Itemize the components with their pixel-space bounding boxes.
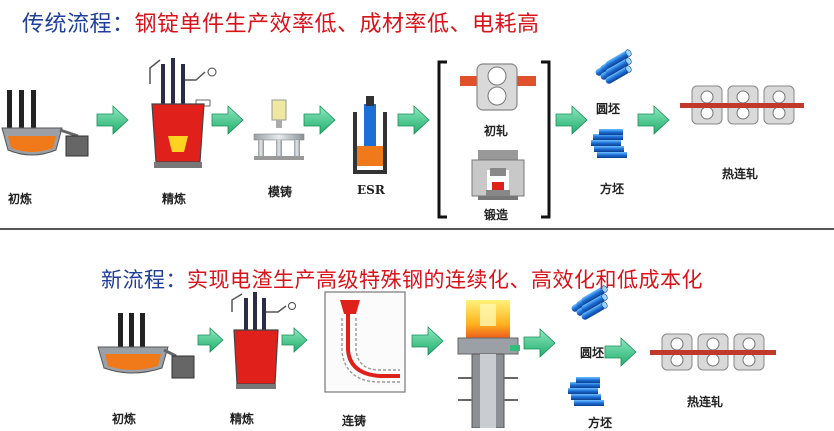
label-rolling: 初轧 (484, 124, 509, 138)
traditional-title-prefix: 传统流程： (22, 12, 135, 37)
label-continuous-casting: 连铸 (342, 414, 367, 428)
label-forging: 锻造 (484, 208, 509, 222)
flow-arrow (211, 105, 244, 135)
flow-arrow (604, 337, 637, 367)
rolling-mill-icon (460, 63, 536, 111)
square-billet-icon (568, 377, 604, 406)
hot-continuous-rolling-icon (650, 333, 776, 371)
refining-furnace-icon (231, 292, 296, 389)
electroslag-furnace-icon (457, 300, 520, 428)
hot-continuous-rolling-icon (680, 85, 804, 125)
flow-arrow (197, 327, 224, 353)
new-title-text: 实现电渣生产高级特殊钢的连续化、高效化和低成本化 (187, 268, 703, 292)
label-round-billet: 圆坯 (580, 346, 605, 360)
refining-furnace-icon (149, 58, 217, 168)
label-square-billet: 方坯 (600, 182, 625, 196)
flow-arrow (637, 105, 670, 135)
flow-arrow (411, 326, 444, 356)
round-billet-icon (594, 49, 632, 85)
continuous-caster-icon (324, 291, 406, 393)
label-square-billet: 方坯 (588, 416, 613, 430)
primary-smelting-furnace-icon (97, 313, 195, 379)
square-billet-icon (591, 129, 627, 158)
traditional-title-text: 钢锭单件生产效率低、成材率低、电耗高 (134, 12, 540, 37)
label-die-casting: 模铸 (268, 185, 293, 199)
esr-furnace-icon (353, 96, 387, 174)
label-refining: 精炼 (230, 412, 255, 426)
label-primary-smelting: 初炼 (8, 192, 33, 206)
label-round-billet: 圆坯 (596, 102, 621, 116)
label-primary-smelting: 初炼 (112, 412, 137, 426)
die-casting-icon (253, 99, 305, 160)
label-refining: 精炼 (162, 192, 187, 206)
label-hot-rolling: 热连轧 (687, 395, 724, 409)
flow-arrow (303, 105, 336, 135)
bracket (437, 60, 551, 219)
label-esr: ESR (357, 183, 385, 197)
new-title-prefix: 新流程： (101, 268, 187, 292)
forging-press-icon (471, 150, 525, 200)
primary-smelting-furnace-icon (1, 90, 89, 157)
flow-arrow (397, 105, 430, 135)
label-hot-rolling: 热连轧 (722, 167, 759, 181)
flow-arrow (555, 105, 588, 135)
flow-arrow (523, 328, 556, 358)
flow-arrow (281, 327, 308, 353)
traditional-process-title: 传统流程：钢锭单件生产效率低、成材率低、电耗高 (22, 6, 540, 38)
new-process-title: 新流程：实现电渣生产高级特殊钢的连续化、高效化和低成本化 (101, 264, 703, 294)
flow-arrow (96, 105, 129, 135)
